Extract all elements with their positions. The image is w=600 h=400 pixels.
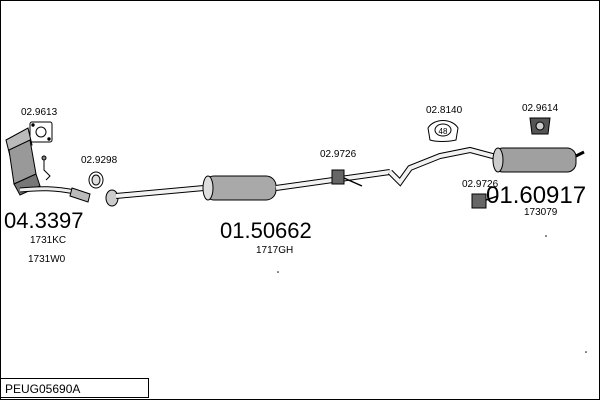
part-mount-mid: 02.9726 — [320, 149, 357, 160]
gasket-plate-icon — [29, 121, 53, 143]
rear-mount-bottom-icon — [471, 193, 499, 209]
dot-marker — [585, 351, 587, 353]
dot-marker — [545, 235, 547, 237]
part-ring-48: 02.8140 — [426, 105, 463, 116]
part-catalyst-main: 04.3397 — [4, 208, 84, 233]
dot-marker — [277, 271, 279, 273]
rear-pipe-icon — [387, 146, 501, 187]
part-middle-sub: 1717GH — [256, 245, 294, 256]
part-mount-rear-bottom: 02.9726 — [462, 179, 499, 190]
diagram-code: PEUG05690A — [0, 378, 149, 398]
catalytic-converter-icon — [5, 127, 91, 203]
part-mount-rear-top: 02.9614 — [522, 103, 559, 114]
part-middle-main: 01.50662 — [220, 218, 312, 243]
part-rear-sub: 173079 — [524, 207, 558, 218]
part-clamp-left: 02.9298 — [81, 155, 118, 166]
ring-number: 48 — [439, 127, 448, 136]
rubber-mount-icon — [331, 169, 363, 187]
part-rear-main: 01.60917 — [486, 182, 587, 209]
ring-48-icon — [427, 120, 459, 142]
sensor-icon — [41, 155, 51, 181]
rear-silencer-icon — [492, 147, 585, 173]
clamp-icon — [88, 171, 104, 189]
front-pipe-icon — [105, 185, 205, 207]
part-gasket-top-left: 02.9613 — [21, 107, 58, 118]
rear-mount-top-icon — [529, 117, 551, 135]
part-catalyst-sub1: 1731KC — [30, 235, 67, 246]
part-catalyst-sub2: 1731W0 — [28, 254, 66, 265]
